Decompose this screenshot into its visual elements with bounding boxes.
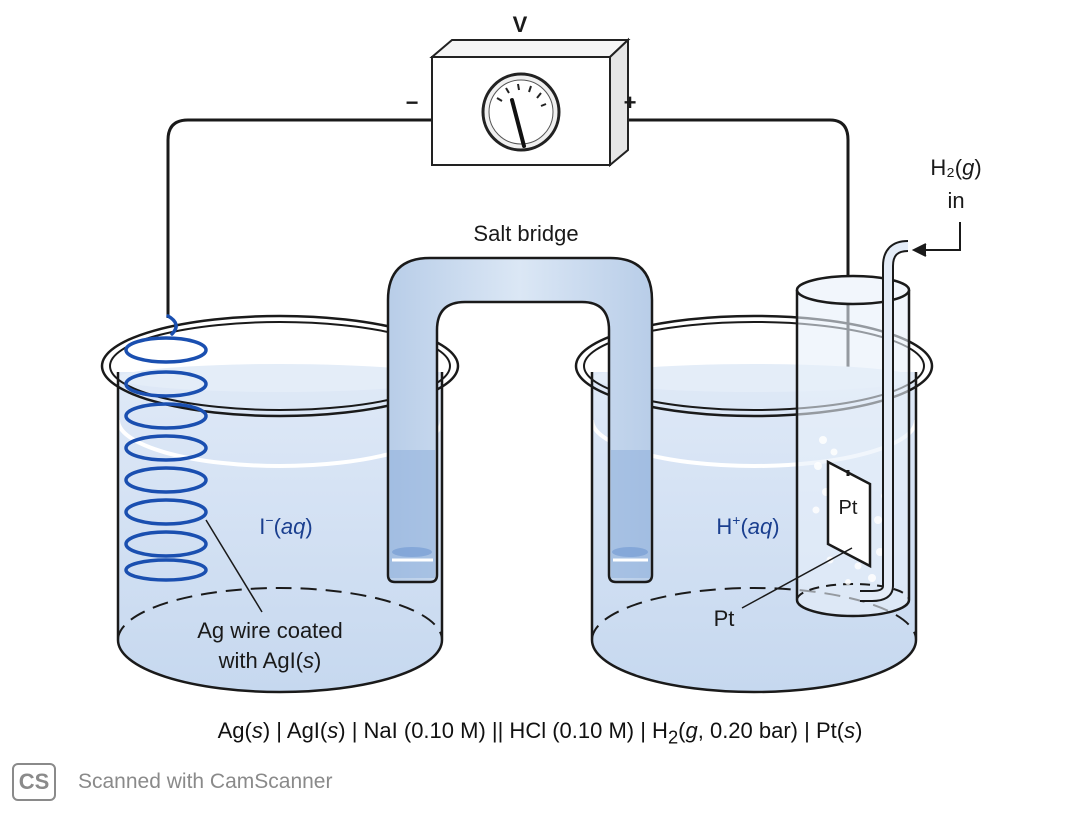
external-circuit-wires xyxy=(166,118,850,470)
ag-wire-coil xyxy=(124,314,208,582)
hydrogen-electrode-tube: Pt xyxy=(741,222,961,618)
gas-inlet-arrow xyxy=(911,222,961,257)
scanner-watermark: CS Scanned with CamScanner xyxy=(12,762,332,802)
h2-gas-label: H₂(g) xyxy=(930,155,981,180)
cell-notation: Ag(s) | AgI(s) | NaI (0.10 M) || HCl (0.… xyxy=(217,718,863,748)
ag-wire-label-line2: with AgI(s) xyxy=(218,648,322,673)
salt-bridge-label: Salt bridge xyxy=(473,221,578,246)
pt-plate: Pt xyxy=(826,459,872,569)
left-solution-label: I−(aq) xyxy=(259,512,312,539)
voltmeter: V − + xyxy=(406,12,637,168)
scanner-watermark-text: Scanned with CamScanner xyxy=(78,770,333,793)
ag-wire-leader-line xyxy=(205,519,263,613)
pt-plate-label: Pt xyxy=(839,497,858,519)
negative-terminal-label: − xyxy=(406,90,419,115)
camscanner-logo-icon: CS xyxy=(12,763,56,801)
salt-bridge: Salt bridge xyxy=(386,221,654,584)
gas-in-label: in xyxy=(947,188,964,213)
positive-terminal-label: + xyxy=(624,90,637,115)
voltmeter-label: V xyxy=(513,12,528,37)
gauge-dial-icon xyxy=(481,72,561,152)
ag-wire-label-line1: Ag wire coated xyxy=(197,618,343,643)
pt-electrode-label: Pt xyxy=(714,606,735,631)
right-solution-label: H+(aq) xyxy=(716,512,779,539)
pt-leader-line xyxy=(741,547,853,609)
